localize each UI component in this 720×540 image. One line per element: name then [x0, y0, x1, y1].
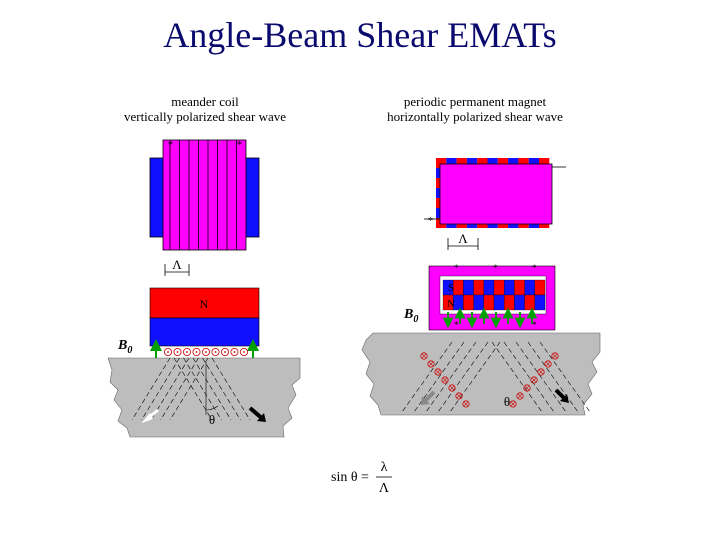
left-caption-line2: vertically polarized shear wave [123, 109, 287, 124]
formula-numerator: λ [381, 460, 388, 475]
wave-arrow-white-left [141, 408, 159, 424]
svg-text:*: * [493, 263, 498, 273]
snell-formula: sin θ = λ Λ [331, 460, 392, 496]
svg-text:*: * [454, 320, 459, 330]
theta-label-right: θ [504, 394, 510, 409]
magnet-label-s-right: S [448, 282, 454, 294]
lambda-label-right: Λ [458, 231, 468, 246]
coil-current-markers [163, 347, 248, 356]
coil-terminal-left: * [168, 140, 173, 151]
ppm-green-arrows [442, 307, 538, 329]
magnet-south-left [149, 317, 260, 347]
magnet-label-n-left: N [200, 297, 209, 311]
magnet-label-n-right: N [447, 298, 455, 310]
ppm-diagram: * Λ S N * * * * * * B0 θ [361, 158, 601, 416]
ground-right [361, 332, 601, 416]
meander-coil-diagram: * * Λ N B0 θ [107, 139, 301, 438]
coil-terminal-right: * [237, 140, 242, 151]
svg-text:*: * [532, 320, 537, 330]
ground-left [107, 357, 301, 438]
lambda-dimension-right: Λ [447, 231, 479, 250]
lambda-label-left: Λ [172, 257, 182, 272]
right-caption: periodic permanent magnet horizontally p… [365, 94, 585, 124]
left-caption: meander coil vertically polarized shear … [105, 94, 305, 124]
formula-denominator: Λ [379, 481, 390, 496]
formula-lhs: sin θ = [331, 470, 369, 485]
left-caption-line1: meander coil [171, 94, 239, 109]
ppm-terminal: * [428, 216, 433, 227]
ppm-coil [439, 163, 553, 225]
ppm-section-magnets [442, 279, 546, 311]
svg-text:*: * [532, 263, 537, 273]
shear-wave-rays-left [131, 357, 251, 421]
right-caption-line1: periodic permanent magnet [403, 94, 547, 109]
magnet-north-left [149, 287, 260, 319]
meander-coil [162, 139, 247, 251]
page-title: Angle-Beam Shear EMATs [163, 15, 557, 55]
svg-text:*: * [454, 263, 459, 273]
shear-wave-rays-right [401, 341, 591, 413]
b0-label-right: B0 [403, 307, 418, 325]
lambda-dimension-left: Λ [164, 257, 190, 276]
b0-label-left: B0 [117, 338, 132, 356]
theta-label-left: θ [209, 412, 215, 427]
right-caption-line2: horizontally polarized shear wave [387, 109, 563, 124]
coil-windings [169, 140, 237, 250]
ray-current-markers [420, 352, 559, 408]
